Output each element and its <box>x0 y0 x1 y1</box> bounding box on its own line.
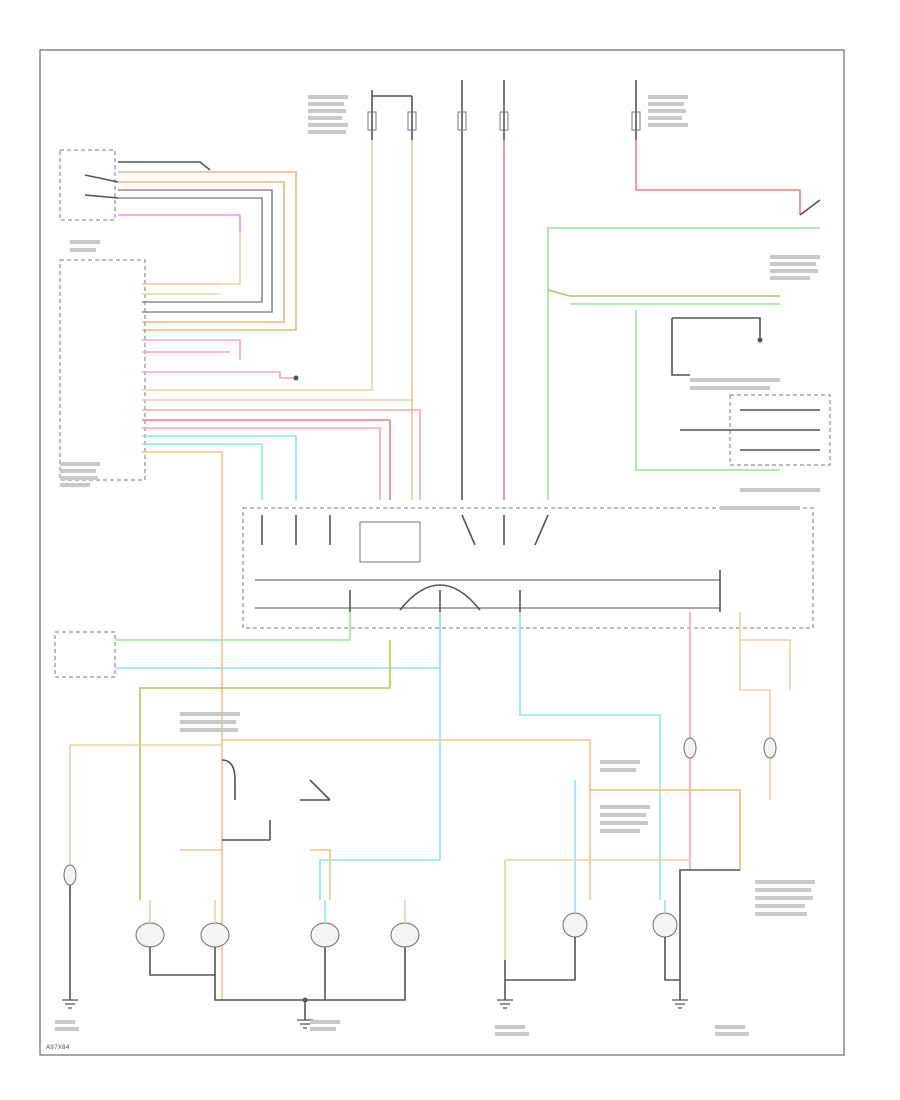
center-switches <box>180 759 331 900</box>
multifunction-switch <box>242 507 814 629</box>
lamp-left-turn <box>135 922 165 948</box>
instrument-cluster <box>54 612 441 678</box>
lower-harness <box>69 612 791 960</box>
lamp-right-rear <box>652 912 678 938</box>
lamp-right-front <box>390 922 420 948</box>
diagram-code: A97X84 <box>46 1044 70 1051</box>
lamp-left-front-park <box>63 864 77 886</box>
lamps <box>63 737 777 948</box>
headlamp-switch <box>59 149 297 331</box>
body-control-module <box>59 259 421 1000</box>
lamp-left-rear <box>562 912 588 938</box>
diagram-frame <box>39 49 845 1056</box>
faint-label-marks <box>55 95 820 1036</box>
lamp-side-marker-left <box>683 737 697 759</box>
fuse-sources <box>367 80 641 140</box>
fuse-feeds <box>142 140 821 500</box>
lamp-left-front <box>200 922 230 948</box>
lamp-right-turn <box>310 922 340 948</box>
hazard-relay <box>547 227 831 500</box>
lamp-side-marker-right <box>763 737 777 759</box>
grounds <box>62 885 688 1029</box>
